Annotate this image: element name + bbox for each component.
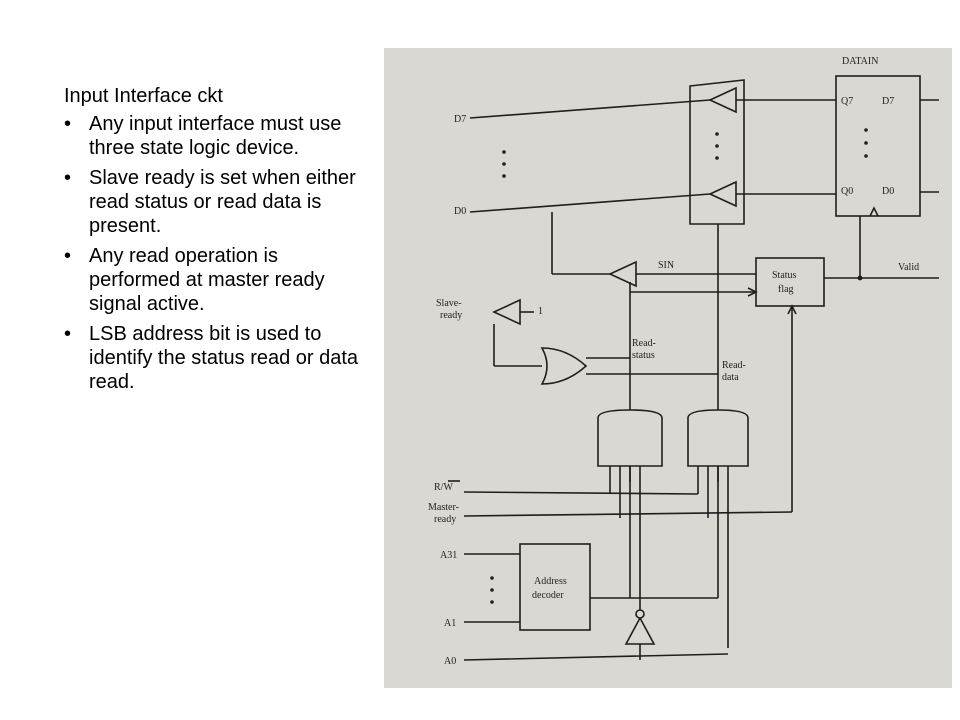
clock-input: [869, 206, 879, 217]
wire-rw: [463, 491, 699, 495]
a31-label: A31: [440, 550, 457, 561]
valid-label: Valid: [898, 262, 919, 273]
or-gate: [540, 347, 588, 385]
address-dot: [490, 576, 494, 580]
read-data-label: data: [722, 372, 739, 383]
inverter-bubble: [635, 609, 645, 619]
wire-a0: [463, 653, 729, 661]
sin-label: SIN: [658, 260, 674, 271]
tristate-buffer-d0: [708, 180, 737, 208]
address-decoder-block: [519, 543, 591, 631]
register-dot: [864, 128, 868, 132]
bullet-item: LSB address bit is used to identify the …: [64, 322, 364, 394]
inverter-gate: [624, 616, 656, 645]
bus-dot: [502, 162, 506, 166]
tristate-buffer-d7: [708, 86, 737, 114]
bullet-item: Any read operation is performed at maste…: [64, 244, 364, 316]
d0-bus-label: D0: [454, 206, 466, 217]
register-dot: [864, 154, 868, 158]
bullet-item: Any input interface must use three state…: [64, 112, 364, 160]
slave-ready-buffer: [492, 298, 521, 326]
and-gate-status: [597, 409, 663, 467]
tristate-buffer-block: [689, 79, 745, 225]
a1-label: A1: [444, 618, 456, 629]
d0-register-label: D0: [882, 186, 894, 197]
slave-ready-label: ready: [440, 310, 462, 321]
one-label: 1: [538, 306, 543, 317]
wire-d7: [469, 99, 711, 119]
slide-text-block: Input Interface ckt Any input interface …: [64, 84, 364, 400]
buffer-dot: [715, 132, 719, 136]
buffer-dot: [715, 156, 719, 160]
bus-dot: [502, 174, 506, 178]
q7-label: Q7: [841, 96, 853, 107]
arrow-up: [787, 304, 797, 315]
register-dot: [864, 141, 868, 145]
address-dot: [490, 600, 494, 604]
address-dot: [490, 588, 494, 592]
address-decoder-label: Address: [534, 576, 567, 587]
bus-dot: [502, 150, 506, 154]
sin-buffer: [608, 260, 637, 288]
bullet-item: Slave ready is set when either read stat…: [64, 166, 364, 238]
q0-label: Q0: [841, 186, 853, 197]
wire-master-ready: [463, 511, 793, 517]
status-flag-label: Status: [772, 270, 797, 281]
circuit-diagram-photo: DATAIN Q7 Q0 D7 D0 D7 D0 Status flag: [384, 48, 952, 688]
master-ready-label: Master-: [428, 502, 459, 513]
d7-bus-label: D7: [454, 114, 466, 125]
read-status-label: Read-: [632, 338, 656, 349]
read-data-label: Read-: [722, 360, 746, 371]
arrow-right: [747, 287, 758, 297]
circuit-diagram: DATAIN Q7 Q0 D7 D0 D7 D0 Status flag: [428, 56, 939, 667]
and-gate-data: [687, 409, 749, 467]
master-ready-label: ready: [434, 514, 456, 525]
read-status-label: status: [632, 350, 655, 361]
rw-label: R/W: [434, 482, 453, 493]
a0-label: A0: [444, 656, 456, 667]
address-decoder-label: decoder: [532, 590, 564, 601]
buffer-dot: [715, 144, 719, 148]
slide-title: Input Interface ckt: [64, 85, 223, 107]
slave-ready-label: Slave-: [436, 298, 462, 309]
d7-register-label: D7: [882, 96, 894, 107]
status-flag-block: [755, 257, 825, 307]
junction-dot: [857, 275, 863, 281]
bullet-list: Any input interface must use three state…: [64, 112, 364, 394]
datain-label: DATAIN: [842, 56, 878, 67]
wire-d0: [469, 193, 711, 213]
status-flag-label: flag: [778, 284, 794, 295]
